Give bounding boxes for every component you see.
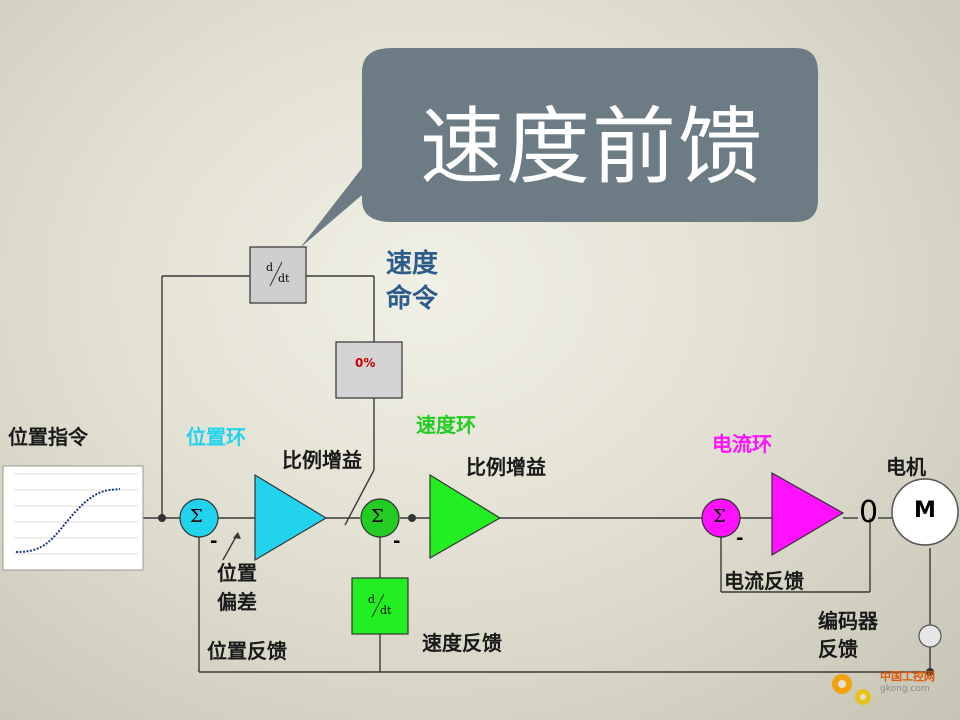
- position-gain-triangle: [254, 473, 328, 562]
- branch-dot-3: [926, 668, 934, 676]
- branch-dot-1: [158, 514, 166, 522]
- position-command-chart: [2, 465, 144, 571]
- derivative-top-denominator: dt: [278, 272, 290, 285]
- watermark-gear-icon: [832, 674, 871, 705]
- velocity-sum-junction: [360, 498, 400, 538]
- derivative-top-block: [249, 246, 307, 304]
- encoder-feedback-label-line1: 编码器: [818, 609, 878, 633]
- velocity-sum-symbol: Σ: [371, 506, 384, 527]
- velocity-feedback-label: 速度反馈: [422, 631, 502, 655]
- watermark: 中国工控网 gkong.com: [880, 668, 935, 694]
- watermark-line1: 中国工控网: [880, 670, 935, 683]
- encoder-feedback-label-line2: 反馈: [818, 637, 858, 661]
- derivative-top-numerator: d: [266, 261, 274, 274]
- derivative-bottom-block: [351, 577, 409, 635]
- branch-dot-2: [408, 514, 416, 522]
- position-sum-junction: [179, 498, 219, 538]
- position-command-label: 位置指令: [8, 425, 88, 449]
- velocity-minus-sign: -: [393, 531, 401, 552]
- current-sum-symbol: Σ: [713, 506, 726, 527]
- current-minus-sign: -: [736, 528, 744, 549]
- callout-bubble: [300, 48, 818, 248]
- motor-circle: [891, 478, 959, 546]
- current-feedback-label: 电流反馈: [724, 569, 804, 593]
- encoder-circle: [918, 624, 942, 648]
- motor-label: 电机: [886, 455, 926, 479]
- velocity-loop-label: 速度环: [416, 413, 476, 437]
- watermark-line2: gkong.com: [880, 684, 930, 694]
- position-loop-label: 位置环: [186, 425, 246, 449]
- current-sum-junction: [701, 498, 741, 538]
- velocity-gain-label: 比例增益: [466, 455, 546, 479]
- zero-mark: 0: [859, 495, 879, 530]
- derivative-top-slash: [269, 261, 283, 287]
- derivative-bottom-numerator: d: [368, 593, 376, 606]
- position-sum-symbol: Σ: [190, 506, 203, 527]
- feedforward-gain-block: [335, 341, 403, 399]
- derivative-bottom-slash: [371, 593, 385, 618]
- error-arrowhead: [233, 532, 241, 539]
- velocity-command-label-line2: 命令: [386, 284, 439, 314]
- motor-symbol: M: [914, 498, 936, 523]
- current-loop-label: 电流环: [712, 432, 772, 456]
- position-error-label-line1: 位置: [217, 561, 257, 585]
- feedforward-gain-value: 0%: [355, 356, 376, 370]
- callout-title: 速度前馈: [419, 97, 764, 196]
- position-error-label-line2: 偏差: [217, 590, 257, 614]
- position-minus-sign: -: [210, 531, 218, 552]
- derivative-bottom-denominator: dt: [380, 604, 392, 617]
- position-gain-label: 比例增益: [282, 448, 362, 472]
- current-gain-triangle: [771, 471, 845, 557]
- velocity-command-label-line1: 速度: [386, 249, 439, 279]
- velocity-gain-triangle: [429, 473, 502, 560]
- position-feedback-label: 位置反馈: [207, 639, 287, 663]
